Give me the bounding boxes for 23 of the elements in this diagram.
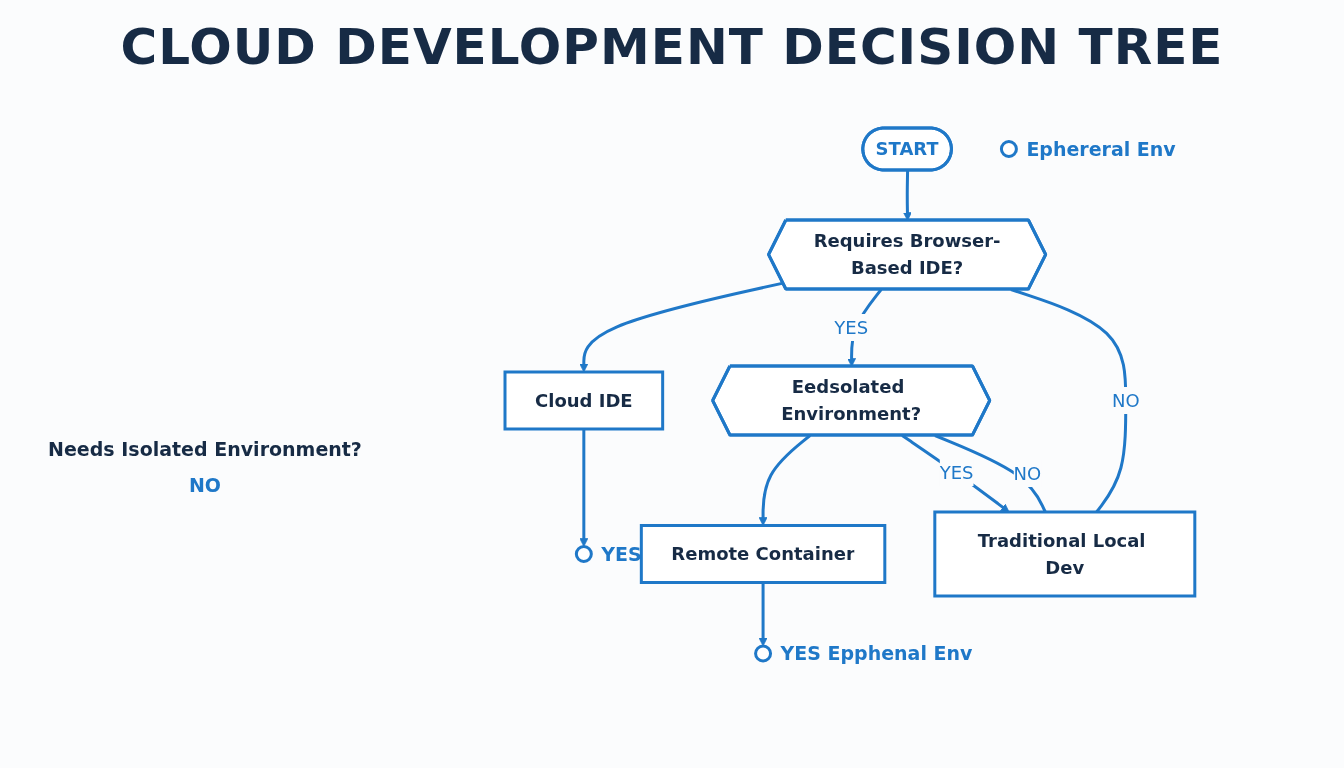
- node-caption: YES Epphenal Env: [780, 642, 973, 665]
- diagram-title: CLOUD DEVELOPMENT DECISION TREE: [119, 18, 1225, 76]
- process-node: Remote Container: [639, 524, 887, 584]
- node-caption: YES: [601, 543, 642, 565]
- node-caption: Ephereral Env: [1026, 138, 1176, 160]
- circle-marker: [754, 644, 773, 663]
- arrow: [579, 429, 589, 547]
- edge-label: YES: [939, 461, 974, 483]
- note-text: Needs Isolated Environment?: [47, 438, 363, 460]
- branch-label: NO: [187, 474, 223, 496]
- arrow: [758, 582, 768, 647]
- edge-label: YES: [834, 317, 869, 338]
- arrow: [903, 170, 912, 221]
- circle-marker: [1000, 140, 1018, 158]
- edge-label: NO: [1112, 390, 1140, 411]
- edge-label: NO: [1013, 463, 1042, 484]
- arrow: [579, 281, 784, 373]
- process-node: Requires Browser-Based IDE?: [767, 218, 1048, 291]
- process-node: Traditional Local Dev: [933, 510, 1197, 598]
- process-node: START: [861, 126, 953, 172]
- process-node: Eedsolated Environment?: [711, 364, 992, 437]
- process-node: Cloud IDE: [503, 370, 665, 431]
- circle-marker: [574, 545, 593, 563]
